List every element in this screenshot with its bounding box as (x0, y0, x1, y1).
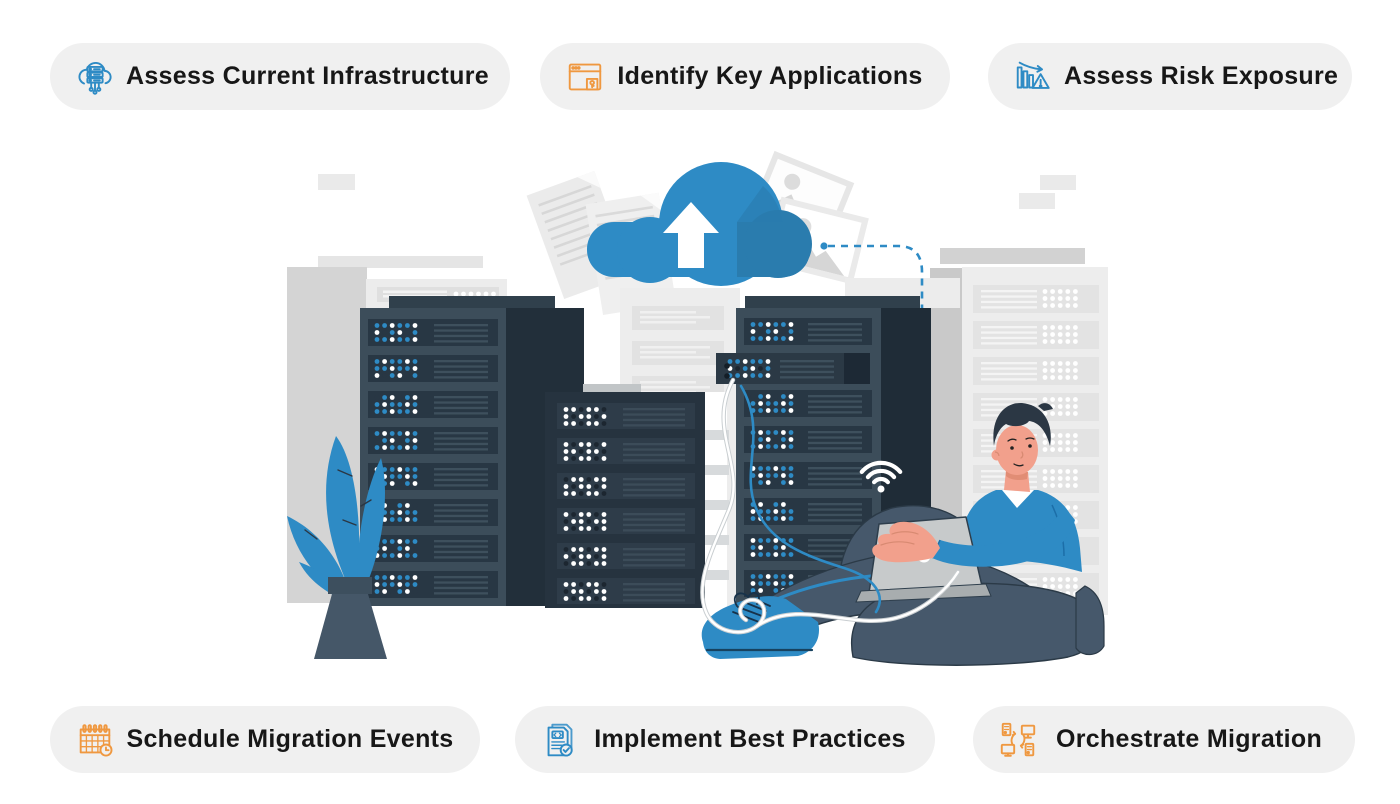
person-hand (872, 521, 940, 563)
potted-plant (287, 436, 387, 659)
wifi-icon (859, 460, 903, 493)
upload-cloud-icon (587, 162, 812, 286)
person-arm (932, 506, 1075, 567)
step-pill-assess-infrastructure[interactable]: Assess Current Infrastructure (50, 43, 510, 110)
cables (700, 377, 961, 635)
step-pill-assess-risk[interactable]: Assess Risk Exposure (988, 43, 1352, 110)
step-label: Schedule Migration Events (126, 725, 454, 753)
person-head (991, 402, 1053, 475)
step-label: Identify Key Applications (617, 62, 923, 90)
step-label: Assess Current Infrastructure (126, 62, 489, 90)
document-check-icon (539, 719, 581, 761)
step-pill-schedule-events[interactable]: Schedule Migration Events (50, 706, 480, 773)
server-rack-middle (545, 384, 729, 608)
cloud-server-icon (74, 56, 116, 98)
step-label: Assess Risk Exposure (1064, 62, 1339, 90)
step-label: Implement Best Practices (594, 725, 906, 753)
step-pill-identify-applications[interactable]: Identify Key Applications (540, 43, 950, 110)
browser-key-icon (564, 56, 606, 98)
step-pill-orchestrate-migration[interactable]: Orchestrate Migration (973, 706, 1355, 773)
shirt-collar (1002, 490, 1034, 508)
devices-sync-icon (997, 719, 1039, 761)
upload-arrow (663, 202, 719, 268)
decorative-blocks (318, 174, 1085, 268)
calendar-clock-icon (74, 719, 116, 761)
risk-chart-icon (1012, 56, 1054, 98)
step-label: Orchestrate Migration (1055, 725, 1323, 753)
step-pill-best-practices[interactable]: Implement Best Practices (515, 706, 935, 773)
person-foot-right (1075, 585, 1105, 656)
